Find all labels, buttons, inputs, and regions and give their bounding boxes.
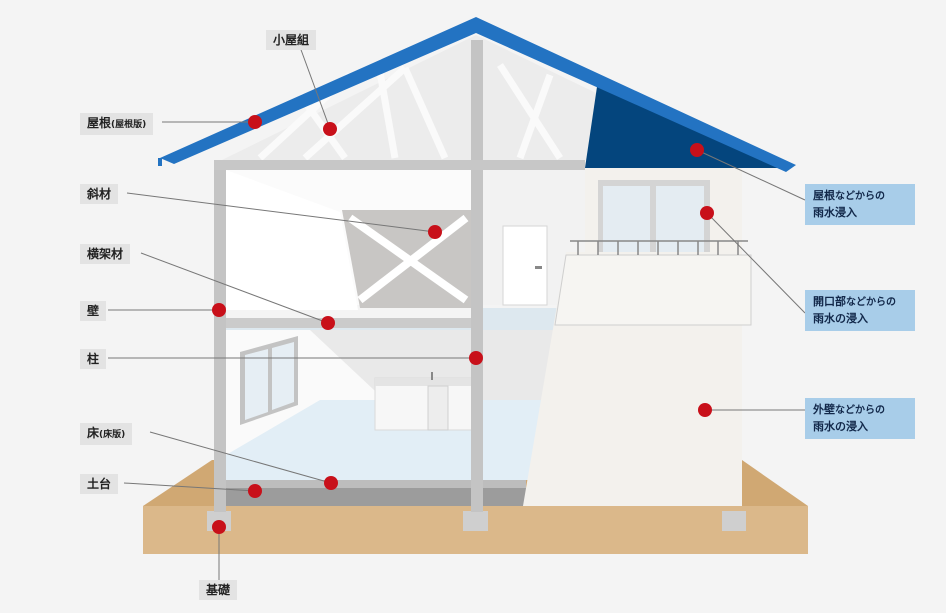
label-dodai: 土台 [80,474,119,494]
marker-kabe [212,303,226,317]
balcony [554,254,752,326]
interior-door [502,225,548,306]
top-beam [214,160,590,170]
label-yuka: 床(床版) [80,423,133,445]
marker-shazai [428,225,442,239]
label-yokokazai: 横架材 [80,244,131,264]
kitchen-top [375,378,472,386]
diagonal-braces [347,214,469,304]
marker-hashira [469,351,483,365]
marker-points [212,115,714,534]
label-koyagumi: 小屋組 [266,30,317,50]
marker-roof-leak [690,143,704,157]
marker-yokokazai [321,316,335,330]
kitchen-counter [374,377,473,431]
footing-right [722,511,746,531]
callout-opening-leak: 開口部などからの 雨水の浸入 [805,290,915,331]
kitchen-drawers [427,385,449,431]
window-pane-left [245,349,268,420]
callout-roof-leak: 屋根などからの 雨水浸入 [805,184,915,225]
balcony-window-right [656,186,704,252]
horizontal-beam [226,318,472,328]
label-hashira: 柱 [80,349,107,369]
footing-center [463,511,488,531]
label-kabe: 壁 [80,301,107,321]
balcony-railing [570,240,748,255]
sill-plate [226,480,526,488]
label-yane: 屋根(屋根版) [80,113,154,135]
door-handle [535,266,542,269]
marker-kiso [212,520,226,534]
marker-yane [248,115,262,129]
upper-room-left-wall [226,170,358,310]
window-pane-right [272,342,294,410]
marker-dodai [248,484,262,498]
marker-opening-leak [700,206,714,220]
callout-wall-leak: 外壁などからの 雨水の浸入 [805,398,915,439]
marker-wall-leak [698,403,712,417]
sill-beam [226,488,526,506]
balcony-window-left [603,186,650,252]
leader-lines [108,46,806,580]
center-column [471,40,483,512]
label-kiso: 基礎 [199,580,238,600]
left-column [214,160,226,512]
marker-yuka [324,476,338,490]
label-shazai: 斜材 [80,184,119,204]
marker-koyagumi [323,122,337,136]
